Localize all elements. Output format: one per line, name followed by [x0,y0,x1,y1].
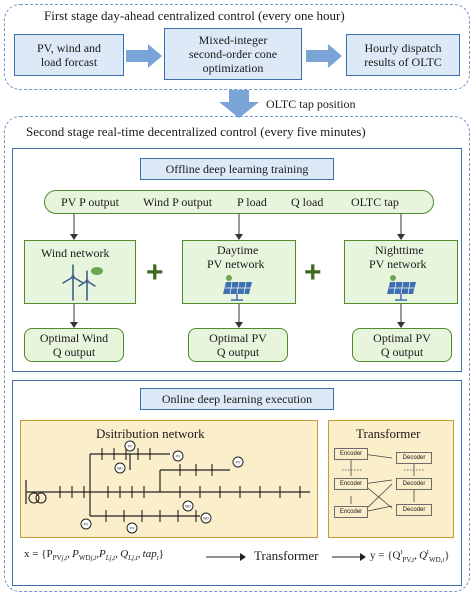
daytime-pv-label-line2: PV network [207,257,265,271]
plus-sign-1: + [146,256,164,289]
arrow-down-icon [219,90,259,118]
daytime-pv-output-line1: Optimal PV [209,331,267,345]
node-label: WD [203,516,209,520]
stage1-title: First stage day-ahead centralized contro… [44,8,345,23]
wind-network-label: Wind network [41,246,110,260]
node-label: WD [117,466,123,470]
optimization-box: Mixed-integer second-order cone optimiza… [164,28,302,80]
input-pv-p: PV P output [61,195,120,209]
daytime-pv-network-box: Daytime PV network [182,240,296,304]
transformer-title: Transformer [356,426,421,441]
input-forecast-line2: load forcast [40,55,98,69]
offline-panel-title: Offline deep learning training [140,158,334,180]
daytime-pv-label-line1: Daytime [217,243,259,257]
stage2-title: Second stage real-time decentralized con… [26,124,366,139]
nighttime-pv-label-line2: PV network [369,257,427,271]
formula-left-text: x = {P [24,548,53,560]
solar-panel-icon [387,275,416,301]
optimization-line1: Mixed-integer [198,33,268,47]
distribution-network-diagram: PV WD PV PV WD WD PV PV [25,440,310,534]
wind-output-line1: Optimal Wind [39,331,109,345]
formula-transformer-label: Transformer [254,548,319,563]
decoder-block-1: Decoder [396,452,432,464]
input-q-load: Q load [291,195,324,209]
node-label: PV [84,522,89,526]
daytime-pv-output-line2: Q output [216,345,260,359]
formula-arrow-1 [206,553,246,561]
nighttime-pv-output-box: Optimal PV Q output [352,328,452,362]
arrow-right-icon [126,44,162,68]
stage2-container [4,116,470,592]
output-formula: y = {QtPV,t, QtWD,t} [370,548,450,564]
nighttime-pv-network-box: Nighttime PV network [344,240,458,304]
node-label: PV [128,444,133,448]
dispatch-results-box: Hourly dispatch results of OLTC [346,34,460,76]
wind-network-box: Wind network [24,240,136,304]
inputs-bar: PV P output Wind P output P load Q load … [44,190,434,214]
distribution-network-title: Dsitribution network [96,426,205,441]
dispatch-line1: Hourly dispatch [364,41,442,55]
encoder-block-3: Encoder [334,506,368,518]
optimization-line2: second-order cone [188,47,278,61]
nighttime-pv-label-line1: Nighttime [375,243,424,257]
input-formula: x = {PPVj,t, PWDj,t,PLj,t, QLj,t, tapt} [24,548,164,563]
node-label: PV [176,454,181,458]
encoder-block-2: Encoder [334,478,368,490]
input-forecast-box: PV, wind and load forcast [14,34,124,76]
solar-panel-icon [223,275,252,301]
nighttime-pv-output-line2: Q output [380,345,424,359]
arrow-right-icon [306,44,342,68]
decoder-block-2: Decoder [396,478,432,490]
input-forecast-line1: PV, wind and [36,41,102,55]
oltc-link-label: OLTC tap position [266,97,356,111]
node-label: PV [236,460,241,464]
optimization-line3: optimization [202,61,264,75]
nighttime-pv-output-line1: Optimal PV [373,331,431,345]
formula-right-text: y = {Q [370,549,401,562]
wind-turbine-icon [62,264,103,301]
decoder-block-3: Decoder [396,504,432,516]
dispatch-line2: results of OLTC [364,55,442,69]
input-oltc-tap: OLTC tap [351,195,399,209]
input-wind-p: Wind P output [143,195,213,209]
stage1-container [4,4,470,90]
offline-connectors [70,214,405,328]
online-panel-title: Online deep learning execution [140,388,334,410]
encoder-block-1: Encoder [334,448,368,460]
formula-arrow-2 [332,553,366,561]
input-p-load: P load [237,195,267,209]
wind-output-box: Optimal Wind Q output [24,328,124,362]
daytime-pv-output-box: Optimal PV Q output [188,328,288,362]
node-label: PV [130,526,135,530]
plus-sign-2: + [304,256,322,289]
distribution-network-panel [20,420,318,538]
wind-output-line2: Q output [52,345,96,359]
node-label: WD [185,504,191,508]
